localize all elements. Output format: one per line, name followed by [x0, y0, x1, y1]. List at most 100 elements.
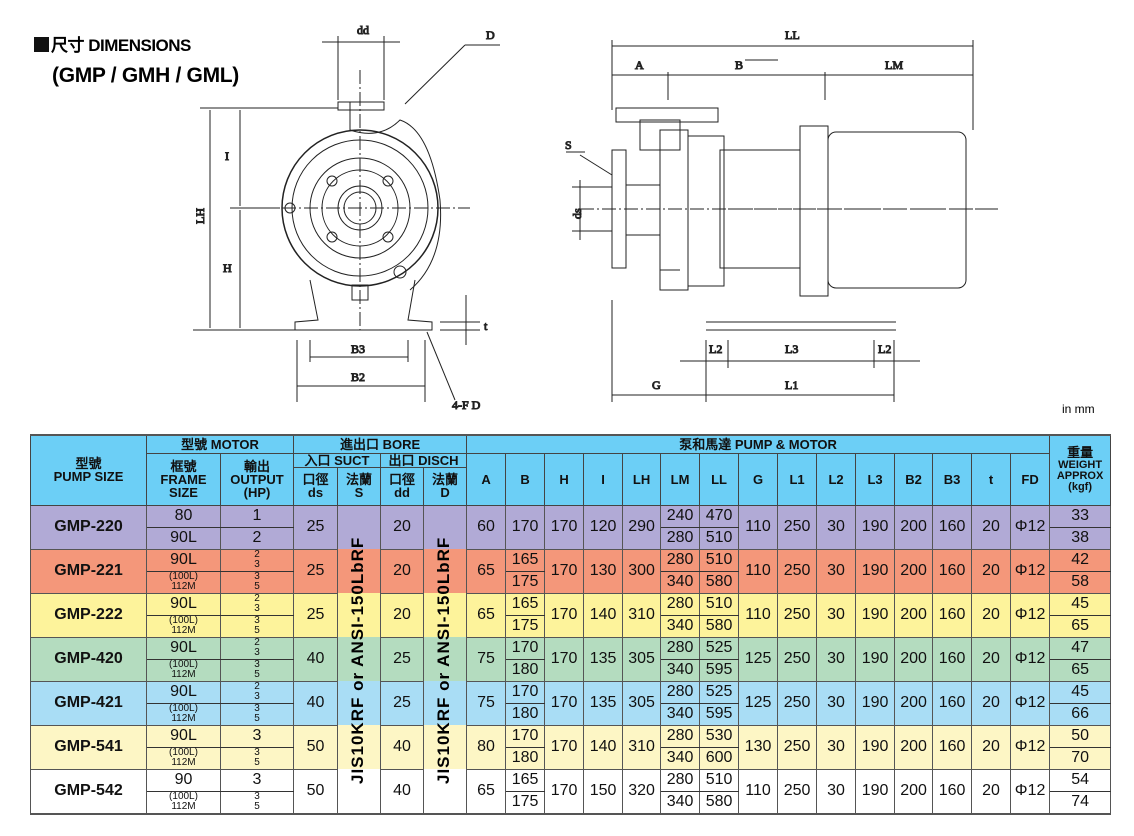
- dim-L2: 30: [816, 592, 857, 637]
- weight: 50: [1049, 724, 1112, 748]
- dim-B: 165: [505, 592, 546, 616]
- frame-size-line: 90L: [170, 639, 197, 656]
- discharge-dd: 25: [380, 636, 425, 681]
- dim-LM: 280: [660, 724, 701, 748]
- header-ds-en: ds: [307, 485, 324, 500]
- dim-L2: 30: [816, 504, 857, 549]
- output-hp-line: 5: [254, 669, 260, 680]
- dim-B3: 160: [932, 636, 973, 681]
- section-title-text: 尺寸 DIMENSIONS: [51, 36, 191, 55]
- label-L3: L3: [785, 342, 798, 356]
- discharge-flange: [423, 593, 468, 637]
- output-hp-line: 5: [254, 801, 260, 812]
- frame-size-line: (100L): [169, 659, 198, 670]
- header-d-en: D: [440, 485, 450, 500]
- discharge-flange: [423, 504, 468, 549]
- dim-A: 65: [466, 592, 507, 637]
- weight: 45: [1049, 592, 1112, 616]
- output-hp-line: 3: [252, 727, 262, 744]
- dim-B: 165: [505, 768, 546, 792]
- dim-LL: 580: [699, 571, 740, 593]
- frame-size: 90L: [146, 592, 221, 616]
- header-frame-size: SIZE: [169, 484, 198, 500]
- dim-A: 80: [466, 724, 507, 769]
- output-hp-line: 5: [254, 581, 260, 592]
- dim-t: 20: [971, 548, 1012, 593]
- dim-G: 110: [738, 548, 779, 593]
- dim-G: 110: [738, 768, 779, 814]
- suction-flange: [337, 593, 382, 637]
- dim-B: 170: [505, 724, 546, 748]
- dim-B2: 200: [894, 768, 934, 814]
- output-hp-line: 3: [254, 691, 260, 702]
- output-hp-line: 3: [252, 771, 262, 788]
- header-frame-en: FRAME: [160, 471, 207, 487]
- discharge-dd: 20: [380, 592, 425, 637]
- output-hp-line: 3: [254, 571, 260, 582]
- pump-model: GMP-542: [30, 768, 147, 814]
- suction-ds: 50: [293, 768, 339, 814]
- dim-FD: Φ12: [1010, 592, 1051, 637]
- dim-B2: 200: [894, 680, 934, 725]
- dim-I: 140: [583, 724, 624, 769]
- dim-LM: 280: [660, 592, 701, 616]
- header-weight-unit: (kgf): [1068, 481, 1092, 494]
- output-hp-line: 3: [254, 659, 260, 670]
- pump-model: GMP-420: [30, 636, 147, 681]
- dim-L3: 190: [855, 768, 896, 814]
- dim-I: 130: [583, 548, 624, 593]
- dim-LL: 600: [699, 747, 740, 769]
- frame-size-line: 90L: [170, 529, 197, 546]
- dim-FD: Φ12: [1010, 724, 1051, 769]
- dim-t: 20: [971, 768, 1012, 814]
- dim-t: 20: [971, 636, 1012, 681]
- dim-B3: 160: [932, 768, 973, 814]
- header-col-B2: B2: [894, 452, 934, 506]
- dim-B2: 200: [894, 636, 934, 681]
- dim-B: 170: [505, 504, 546, 549]
- dim-LL: 595: [699, 659, 740, 681]
- header-col-LH: LH: [622, 452, 662, 506]
- dim-LH: 310: [622, 724, 662, 769]
- dim-G: 110: [738, 504, 779, 549]
- output-hp-line: 2: [254, 549, 260, 560]
- weight: 66: [1049, 703, 1112, 725]
- dim-t: 20: [971, 680, 1012, 725]
- label-LH: LH: [193, 208, 207, 224]
- weight: 54: [1049, 768, 1112, 792]
- discharge-dd: 40: [380, 724, 425, 769]
- header-disch: 出口 DISCH: [380, 452, 468, 468]
- dim-LL: 510: [699, 548, 740, 572]
- dim-LL: 510: [699, 527, 740, 549]
- section-title: 尺寸 DIMENSIONS: [34, 31, 191, 56]
- dim-A: 65: [466, 768, 507, 814]
- dim-H: 170: [544, 548, 585, 593]
- header-dd-cn: 口徑: [389, 472, 416, 487]
- output-hp: 3: [219, 768, 295, 792]
- dim-I: 135: [583, 680, 624, 725]
- dim-LL: 510: [699, 768, 740, 792]
- frame-size: (100L)112M: [146, 659, 221, 681]
- dim-B: 175: [505, 615, 546, 637]
- dim-H: 170: [544, 768, 585, 814]
- label-t: t: [484, 319, 488, 333]
- dim-A: 75: [466, 636, 507, 681]
- header-motor: 型號 MOTOR: [145, 434, 295, 454]
- frame-size-line: (100L): [169, 615, 198, 626]
- dim-L1: 250: [777, 680, 818, 725]
- dim-t: 20: [971, 592, 1012, 637]
- frame-size-line: 90L: [170, 595, 197, 612]
- frame-size: (100L)112M: [146, 615, 221, 637]
- header-col-G: G: [738, 452, 779, 506]
- label-D: D: [486, 28, 495, 42]
- output-hp: 1: [219, 504, 295, 528]
- output-hp-line: 3: [254, 615, 260, 626]
- frame-size: 90L: [146, 548, 221, 572]
- frame-size-line: (100L): [169, 747, 198, 758]
